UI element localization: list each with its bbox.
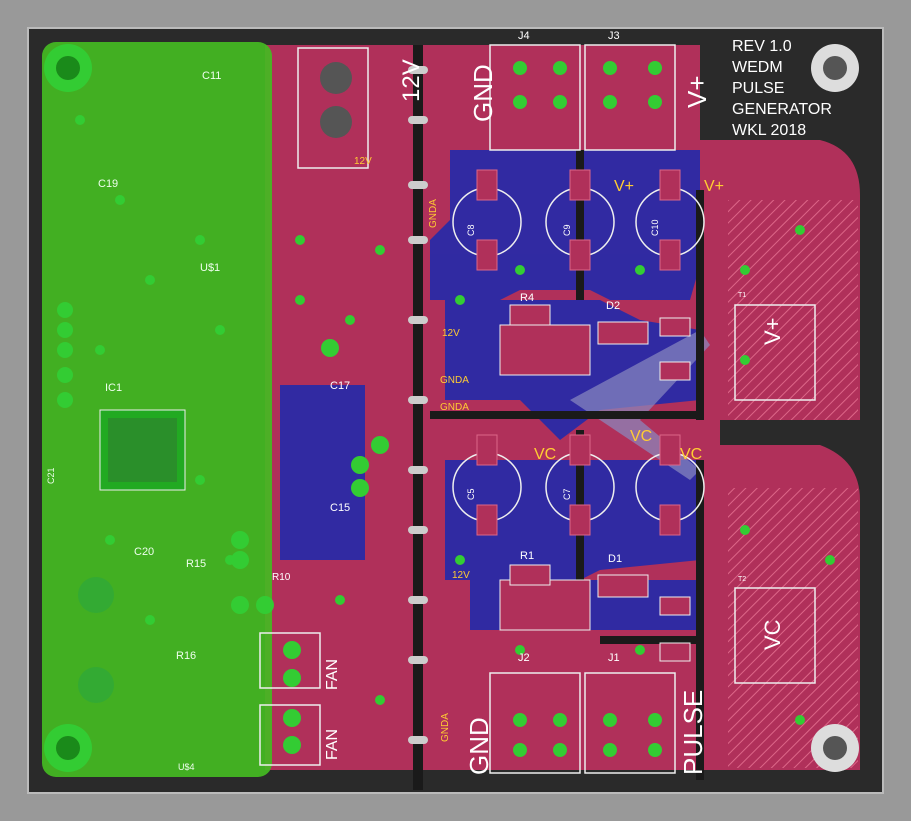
r16-label: R16 bbox=[176, 650, 197, 662]
pulse-label: PULSE bbox=[678, 689, 708, 775]
c20-label: C20 bbox=[134, 546, 155, 558]
c9-label: C9 bbox=[562, 224, 572, 236]
c5-label: C5 bbox=[466, 488, 476, 500]
c7-label: C7 bbox=[562, 488, 572, 500]
ground-bus-segments bbox=[408, 66, 428, 744]
gnda-net-2: GNDA bbox=[440, 402, 469, 413]
12v-net-1: 12V bbox=[442, 328, 460, 339]
rev-line-1: REV 1.0 bbox=[732, 38, 792, 55]
u1-label: U$1 bbox=[200, 262, 221, 274]
vias bbox=[57, 115, 835, 754]
screw-terminals bbox=[259, 44, 676, 774]
vplus-top-label: V+ bbox=[682, 75, 712, 108]
gnda-net-1: GNDA bbox=[440, 375, 469, 386]
fan-label-1: FAN bbox=[324, 658, 341, 690]
c19-label: C19 bbox=[98, 178, 119, 190]
vplus-net-c10: V+ bbox=[704, 178, 725, 195]
r1-label: R1 bbox=[520, 550, 535, 562]
c11-label: C11 bbox=[202, 70, 222, 82]
connector-t2-label: T2 bbox=[738, 576, 747, 583]
connector-j4-label: J4 bbox=[518, 30, 530, 42]
d1-label: D1 bbox=[608, 553, 623, 565]
vplus-right-label: V+ bbox=[760, 317, 785, 345]
connector-j3-label: J3 bbox=[608, 30, 620, 42]
r15-label: R15 bbox=[186, 558, 207, 570]
c8-label: C8 bbox=[466, 224, 476, 236]
c17-label: C17 bbox=[330, 380, 351, 392]
ic1-qfp-package bbox=[99, 409, 186, 491]
d2-label: D2 bbox=[606, 300, 621, 312]
vc-net-mid: VC bbox=[630, 428, 653, 445]
vplus-net-c9: V+ bbox=[614, 178, 635, 195]
rev-line-3: PULSE bbox=[732, 80, 785, 97]
r10-label: R10 bbox=[272, 572, 291, 583]
gnda-net-3: GNDA bbox=[440, 713, 451, 742]
ic1-label: IC1 bbox=[105, 382, 123, 394]
vc-net-c10b: VC bbox=[680, 446, 703, 463]
c15-label: C15 bbox=[330, 502, 351, 514]
smd-components bbox=[499, 304, 691, 662]
u4-label: U$4 bbox=[178, 762, 195, 772]
terminal-block-hatched bbox=[728, 200, 858, 768]
c21-label: C21 bbox=[46, 467, 56, 484]
cap-pads bbox=[476, 169, 681, 536]
c10-label: C10 bbox=[650, 219, 660, 236]
12v-net-2: 12V bbox=[452, 570, 470, 581]
connector-j2-label: J2 bbox=[518, 652, 530, 664]
mounting-holes bbox=[44, 44, 859, 772]
gnd-top-label: GND bbox=[468, 64, 498, 122]
vc-net-c7: VC bbox=[534, 446, 557, 463]
revision-text-block: REV 1.0 WEDM PULSE GENERATOR WKL 2018 bbox=[732, 36, 832, 141]
gnd-bottom-label: GND bbox=[464, 717, 494, 775]
12v-label: 12V bbox=[398, 59, 425, 102]
r4-label: R4 bbox=[520, 292, 535, 304]
vc-right-label: VC bbox=[760, 619, 785, 650]
terminal-pads bbox=[320, 61, 662, 757]
connector-t1-label: T1 bbox=[738, 292, 747, 299]
rev-line-5: WKL 2018 bbox=[732, 122, 807, 139]
12v-net-3: 12V bbox=[354, 156, 372, 167]
rev-line-4: GENERATOR bbox=[732, 101, 832, 118]
rev-line-2: WEDM bbox=[732, 59, 783, 76]
gnda-net-4: GNDA bbox=[428, 199, 439, 228]
fan-label-2: FAN bbox=[324, 728, 341, 760]
connector-j1-label: J1 bbox=[608, 652, 620, 664]
